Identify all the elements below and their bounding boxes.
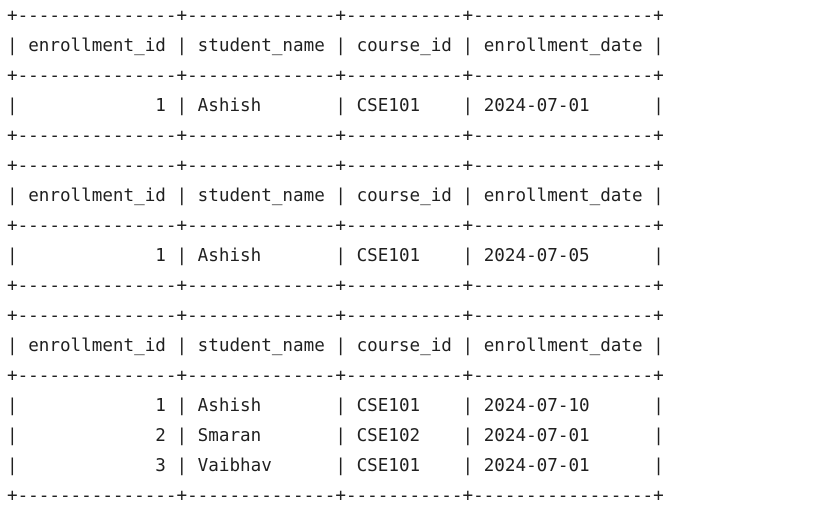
- table-cell: 1: [155, 246, 166, 266]
- table-cell: CSE101: [356, 96, 421, 116]
- table-border: +---------------+--------------+--------…: [7, 276, 664, 296]
- result-table: +---------------+--------------+--------…: [7, 151, 664, 301]
- table-border: +---------------+--------------+--------…: [7, 126, 664, 146]
- table-row: | 1 | Ashish | CSE101 | 2024-07-05 |: [7, 246, 664, 266]
- column-header: enrollment_id: [28, 336, 166, 356]
- table-header-row: | enrollment_id | student_name | course_…: [7, 186, 664, 206]
- table-cell: CSE101: [356, 456, 421, 476]
- table-cell: 2024-07-01: [483, 456, 590, 476]
- table-border: +---------------+--------------+--------…: [7, 366, 664, 386]
- table-row: | 1 | Ashish | CSE101 | 2024-07-01 |: [7, 96, 664, 116]
- column-header: course_id: [356, 186, 452, 206]
- table-cell: Ashish: [197, 396, 262, 416]
- table-row: | 2 | Smaran | CSE102 | 2024-07-01 |: [7, 426, 664, 446]
- table-cell: Ashish: [197, 246, 262, 266]
- column-header: enrollment_date: [483, 186, 643, 206]
- table-cell: 1: [155, 96, 166, 116]
- table-border: +---------------+--------------+--------…: [7, 486, 664, 506]
- table-row: | 1 | Ashish | CSE101 | 2024-07-10 |: [7, 396, 664, 416]
- result-table: +---------------+--------------+--------…: [7, 301, 664, 511]
- table-header-row: | enrollment_id | student_name | course_…: [7, 36, 664, 56]
- table-cell: 2024-07-01: [483, 426, 590, 446]
- table-cell: 2: [155, 426, 166, 446]
- table-border: +---------------+--------------+--------…: [7, 156, 664, 176]
- table-cell: CSE102: [356, 426, 421, 446]
- table-border: +---------------+--------------+--------…: [7, 216, 664, 236]
- table-cell: CSE101: [356, 396, 421, 416]
- table-cell: 1: [155, 396, 166, 416]
- result-table: +---------------+--------------+--------…: [7, 1, 664, 151]
- table-border: +---------------+--------------+--------…: [7, 66, 664, 86]
- table-border: +---------------+--------------+--------…: [7, 306, 664, 326]
- column-header: enrollment_id: [28, 36, 166, 56]
- column-header: student_name: [197, 186, 325, 206]
- table-cell: Smaran: [197, 426, 262, 446]
- table-cell: 2024-07-01: [483, 96, 590, 116]
- table-border: +---------------+--------------+--------…: [7, 6, 664, 26]
- column-header: enrollment_date: [483, 36, 643, 56]
- column-header: enrollment_date: [483, 336, 643, 356]
- table-cell: CSE101: [356, 246, 421, 266]
- table-cell: Ashish: [197, 96, 262, 116]
- column-header: enrollment_id: [28, 186, 166, 206]
- table-row: | 3 | Vaibhav | CSE101 | 2024-07-01 |: [7, 456, 664, 476]
- column-header: student_name: [197, 336, 325, 356]
- table-header-row: | enrollment_id | student_name | course_…: [7, 336, 664, 356]
- table-cell: 2024-07-10: [483, 396, 590, 416]
- query-results-output: +---------------+--------------+--------…: [7, 1, 664, 511]
- table-cell: 2024-07-05: [483, 246, 590, 266]
- table-cell: Vaibhav: [197, 456, 272, 476]
- table-cell: 3: [155, 456, 166, 476]
- column-header: student_name: [197, 36, 325, 56]
- column-header: course_id: [356, 336, 452, 356]
- column-header: course_id: [356, 36, 452, 56]
